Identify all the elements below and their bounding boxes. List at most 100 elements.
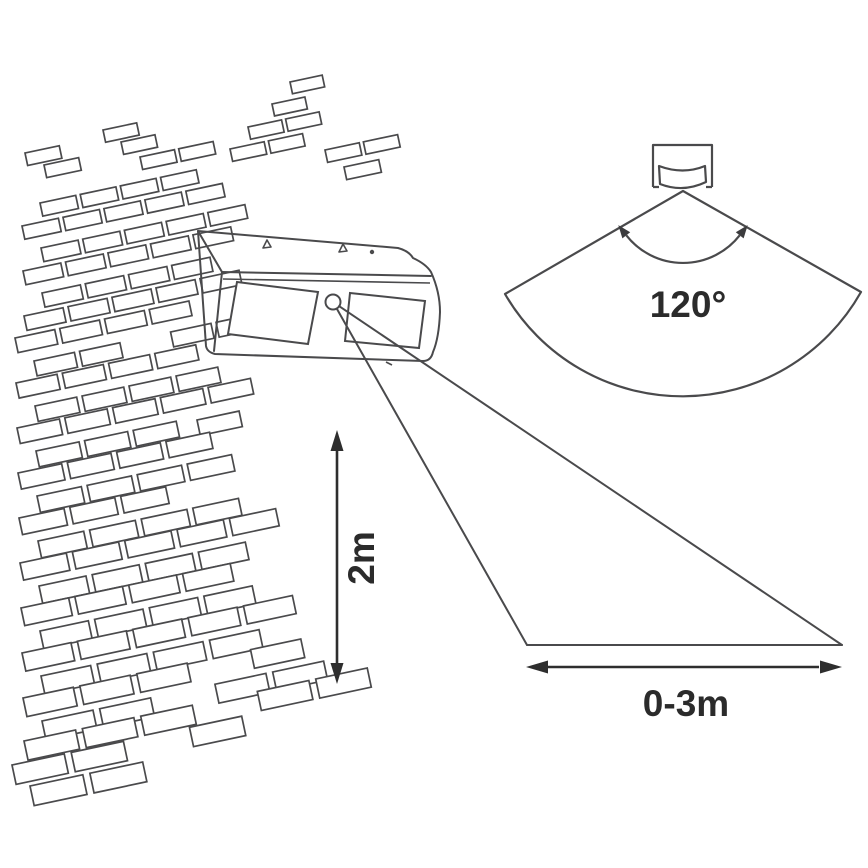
- brick: [15, 417, 64, 445]
- brick: [228, 140, 268, 163]
- brick: [165, 212, 208, 237]
- brick: [170, 256, 214, 281]
- angle-arc-left-arrow-icon: [618, 225, 631, 239]
- brick: [34, 440, 84, 468]
- brick: [175, 518, 228, 548]
- brick: [83, 430, 132, 458]
- brick: [20, 217, 63, 241]
- brick: [132, 420, 181, 448]
- range-label: 0-3m: [643, 683, 729, 724]
- brick: [188, 715, 247, 748]
- device-front-left-edge: [213, 271, 223, 352]
- brick-row: [323, 133, 402, 164]
- brick: [323, 141, 363, 164]
- brick: [73, 585, 128, 616]
- brick-row: [13, 300, 194, 354]
- brick: [22, 306, 68, 332]
- brick: [107, 353, 154, 380]
- brick: [149, 234, 193, 259]
- brick: [66, 452, 116, 480]
- brick-row: [28, 761, 148, 807]
- brick: [78, 674, 136, 706]
- brick-row: [10, 715, 247, 786]
- brick: [18, 552, 71, 582]
- brick: [32, 351, 79, 377]
- brick-row: [228, 132, 307, 163]
- brick: [119, 177, 160, 201]
- brick: [61, 363, 108, 390]
- brick: [111, 397, 160, 425]
- brick-row: [119, 133, 159, 156]
- brick: [284, 110, 323, 133]
- brick: [135, 662, 192, 694]
- pir-sensor-lens: [324, 293, 342, 311]
- brick-row: [38, 168, 201, 218]
- cone-line-right: [338, 305, 843, 646]
- brick-row: [14, 343, 200, 400]
- brick: [19, 596, 74, 627]
- brick-row: [40, 660, 329, 741]
- detection-cone: [335, 305, 843, 646]
- brick: [70, 740, 129, 773]
- brick: [115, 441, 165, 470]
- top-view-housing-icon: [651, 143, 714, 189]
- brick: [342, 158, 383, 181]
- brick: [164, 431, 214, 459]
- cone-line-left: [335, 307, 528, 646]
- brick: [175, 366, 222, 393]
- brick: [186, 453, 236, 482]
- brick: [79, 185, 120, 209]
- brick: [81, 386, 128, 413]
- brick: [106, 243, 150, 268]
- brick: [127, 265, 171, 290]
- brick: [33, 396, 81, 423]
- brick: [127, 573, 182, 604]
- brick: [119, 133, 159, 156]
- brick-row: [18, 507, 281, 582]
- brick-row: [288, 74, 326, 95]
- brick: [28, 773, 89, 807]
- brick: [159, 168, 201, 192]
- brick: [153, 343, 200, 370]
- brick-row: [34, 420, 181, 468]
- brick: [21, 686, 79, 718]
- brick: [78, 341, 125, 368]
- brick: [138, 148, 179, 171]
- brick: [40, 283, 85, 309]
- detection-angle-fan: 120°: [503, 189, 863, 398]
- brick: [21, 261, 65, 286]
- brick: [139, 704, 198, 737]
- brick: [58, 319, 104, 345]
- brick-row: [138, 140, 217, 171]
- brick: [206, 203, 249, 228]
- brick: [131, 618, 187, 649]
- brick-row: [39, 628, 264, 696]
- top-view-lens-icon: [657, 164, 708, 190]
- brick: [136, 464, 186, 493]
- device-bottom-tick: [385, 361, 393, 366]
- brick-row: [22, 667, 373, 762]
- brick: [10, 752, 70, 786]
- height-dimension: 2m: [330, 430, 382, 684]
- brick-row: [21, 637, 306, 718]
- fan-sector: [503, 189, 863, 398]
- brick: [76, 629, 132, 661]
- brick: [195, 410, 244, 437]
- brick-row: [33, 366, 222, 423]
- brick: [84, 274, 128, 299]
- brick: [123, 529, 176, 559]
- brick: [81, 230, 124, 254]
- brick: [187, 606, 242, 637]
- mounting-hole-dot: [369, 249, 375, 255]
- brick: [208, 628, 264, 660]
- brick: [81, 716, 139, 749]
- brick: [103, 309, 149, 335]
- top-view-sensor: [651, 143, 714, 190]
- brick: [61, 208, 104, 232]
- brick-row: [42, 156, 83, 179]
- angle-label: 120°: [650, 284, 727, 325]
- brick: [362, 133, 402, 156]
- brick: [86, 474, 136, 503]
- mounting-slot-left-icon: [262, 239, 272, 249]
